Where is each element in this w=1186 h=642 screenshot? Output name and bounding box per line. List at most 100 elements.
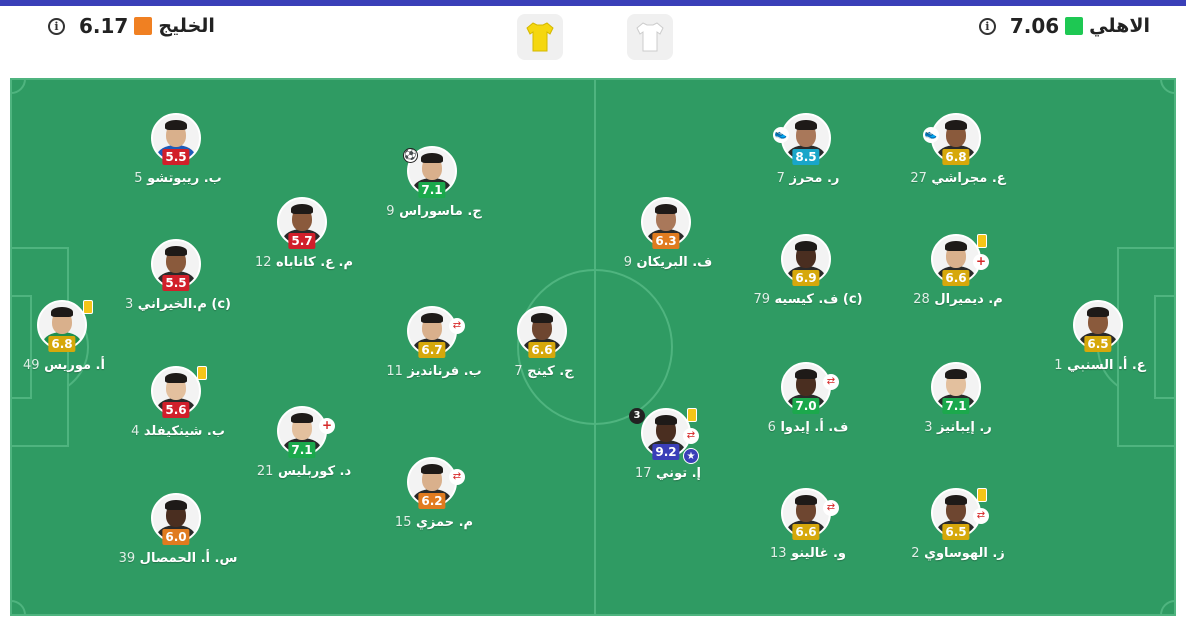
player-name-label: ف. البريكان 9	[601, 255, 731, 271]
pitch-lines	[10, 78, 1176, 616]
player-rating-badge: 6.6	[792, 524, 820, 540]
substitution-icon: ⇄	[449, 469, 465, 485]
player-name: ب. ريبوتشو	[147, 171, 222, 186]
player-shirt-number: 12	[254, 255, 272, 270]
player-name: ع. أ. السنبي	[1067, 358, 1146, 373]
player-name-label: ز. الهوساوي 2	[891, 546, 1021, 562]
player-card[interactable]: 6.7 ب. فرنانديز 11 ⇄	[367, 306, 497, 380]
player-card[interactable]: 7.0 ف. أ. إيدوا 6 ⇄	[741, 362, 871, 436]
home-kit-shirt-icon	[627, 14, 673, 60]
player-name: د. كوربليس	[277, 464, 352, 479]
player-name-label: س. أ. الحمصال 39	[111, 551, 241, 567]
home-rating-swatch	[1065, 17, 1084, 35]
player-rating-badge: 7.0	[792, 398, 820, 414]
player-name: و. غالينو	[791, 546, 847, 561]
footer-area	[0, 616, 1186, 642]
away-kit-shirt-icon	[517, 14, 563, 60]
home-team-summary[interactable]: الاهلي 7.06 i	[971, 14, 1150, 38]
substitution-icon-glyph: ⇄	[973, 508, 989, 524]
player-rating-badge: 6.8	[48, 336, 76, 352]
player-rating-badge: 6.3	[652, 233, 680, 249]
player-shirt-number: 17	[634, 466, 652, 481]
away-team-summary[interactable]: الخليج 6.17 i	[40, 14, 215, 38]
player-name-label: (c) م.الخيراني 3	[111, 297, 241, 313]
player-name-label: ج. ماسوراس 9	[367, 204, 497, 220]
info-icon[interactable]: i	[978, 17, 996, 35]
player-name: ز. الهوساوي	[924, 546, 1005, 561]
player-rating-badge: 9.2	[652, 444, 680, 460]
player-shirt-number: 21	[256, 464, 274, 479]
player-name: ر. إيبانيز	[937, 420, 992, 435]
player-shirt-number: 9	[623, 255, 633, 270]
player-name-label: ف. أ. إيدوا 6	[741, 420, 871, 436]
home-team-name: الاهلي	[1089, 15, 1150, 37]
home-team-rating: 7.06	[1009, 14, 1060, 38]
player-name-label: ب. فرنانديز 11	[367, 364, 497, 380]
player-shirt-number: 15	[394, 515, 412, 530]
yellow-card-icon-glyph	[977, 234, 987, 248]
player-card[interactable]: 6.9(c) ف. كيسيه 79	[741, 234, 871, 308]
player-name: م. حمزي	[416, 515, 474, 530]
info-icon[interactable]: i	[48, 17, 65, 35]
man-of-the-match-star-icon: ★	[683, 448, 699, 464]
player-rating-badge: 6.0	[162, 529, 190, 545]
substitution-icon: ⇄	[823, 374, 839, 390]
goal-count-icon-glyph: 3	[629, 408, 645, 424]
player-card[interactable]: 6.2 م. حمزي 15 ⇄	[367, 457, 497, 531]
player-name: ر. محرز	[789, 171, 840, 186]
player-shirt-number: 4	[131, 424, 140, 439]
player-card[interactable]: 6.5 ز. الهوساوي 2 ⇄	[891, 488, 1021, 562]
away-team-name: الخليج	[158, 15, 215, 37]
player-rating-badge: 5.7	[288, 233, 316, 249]
player-rating-badge: 7.1	[942, 398, 970, 414]
player-card[interactable]: 5.5 (c) م.الخيراني 3	[111, 239, 241, 313]
player-rating-badge: 5.5	[162, 275, 190, 291]
injury-icon-glyph: +	[319, 418, 335, 434]
yellow-card-icon	[197, 366, 207, 380]
yellow-card-icon-glyph	[977, 488, 987, 502]
player-rating-badge: 6.5	[942, 524, 970, 540]
substitution-icon: ⇄	[449, 318, 465, 334]
player-name: ب. شينكيفلد	[143, 424, 225, 439]
away-team-rating: 6.17	[79, 14, 129, 38]
player-shirt-number: 9	[386, 204, 395, 219]
player-name-label: ع. أ. السنبي 1	[1033, 358, 1163, 374]
player-rating-badge: 6.5	[1084, 336, 1112, 352]
player-card[interactable]: 5.6 ب. شينكيفلد 4	[111, 366, 241, 440]
goal-ball-icon: ⚽	[403, 148, 418, 163]
match-header: الاهلي 7.06 i الخليج 6.17 i	[10, 6, 1176, 78]
player-shirt-number: 79	[753, 292, 770, 307]
player-name: س. أ. الحمصال	[139, 551, 238, 566]
yellow-card-icon	[977, 234, 987, 248]
player-name-label: إ. توني 17	[601, 466, 731, 482]
player-card[interactable]: 6.5 ع. أ. السنبي 1	[1033, 300, 1163, 374]
player-name: إ. توني	[656, 466, 702, 481]
player-rating-badge: 5.6	[162, 402, 190, 418]
player-shirt-number: 27	[910, 171, 927, 186]
yellow-card-icon-glyph	[687, 408, 697, 422]
player-name-label: ج. كينج 7	[477, 364, 607, 380]
player-rating-badge: 6.2	[418, 493, 446, 509]
player-name: (c) م.الخيراني	[137, 297, 231, 312]
player-card[interactable]: 6.3 ف. البريكان 9	[601, 197, 731, 271]
player-card[interactable]: 6.0 س. أ. الحمصال 39	[111, 493, 241, 567]
player-name-label: م. ديميرال 28	[891, 292, 1021, 308]
player-rating-badge: 6.7	[418, 342, 446, 358]
substitution-icon-glyph: ⇄	[823, 500, 839, 516]
player-name: (c) ف. كيسيه	[774, 292, 863, 307]
goal-ball-icon-glyph: ⚽	[403, 148, 418, 163]
player-name-label: ب. ريبوتشو 5	[111, 171, 241, 187]
